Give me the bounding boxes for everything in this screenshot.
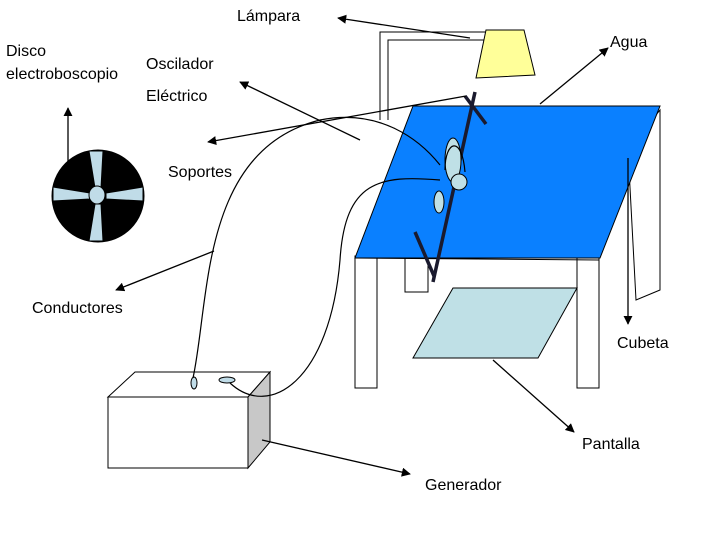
conductor-wires [192,116,441,397]
stroboscopic-disc [51,149,145,243]
support-rod-top [463,94,488,126]
arrow-generador [261,439,411,477]
label-disco-line2: electroboscopio [6,66,118,83]
generator-terminal-right [218,376,236,384]
label-agua: Agua [610,34,647,51]
label-disco-line1: Disco [6,43,46,60]
generator-box [106,370,272,470]
water-surface [354,105,661,259]
screen [412,287,578,359]
label-lampara: Lámpara [237,8,300,25]
arrow-lampara [337,14,471,39]
oscillator [433,137,468,214]
label-arrows [63,14,633,477]
label-soportes: Soportes [168,164,232,181]
support-rod-bottom [413,231,436,277]
arrow-oscilador [239,81,361,141]
table-front-legs [354,255,600,389]
arrow-soportes [207,95,467,146]
label-cubeta: Cubeta [617,335,669,352]
label-pantalla: Pantalla [582,436,640,453]
label-generador: Generador [425,477,502,494]
arrow-agua [539,47,609,105]
lamp-shade [475,29,536,79]
arrow-pantalla [492,359,575,433]
label-oscilador: Oscilador [146,56,214,73]
generator-terminal-left [190,376,198,390]
lamp-stand [379,31,490,120]
label-electrico: Eléctrico [146,88,207,105]
arrow-conductores [115,250,215,292]
label-conductores: Conductores [32,300,123,317]
